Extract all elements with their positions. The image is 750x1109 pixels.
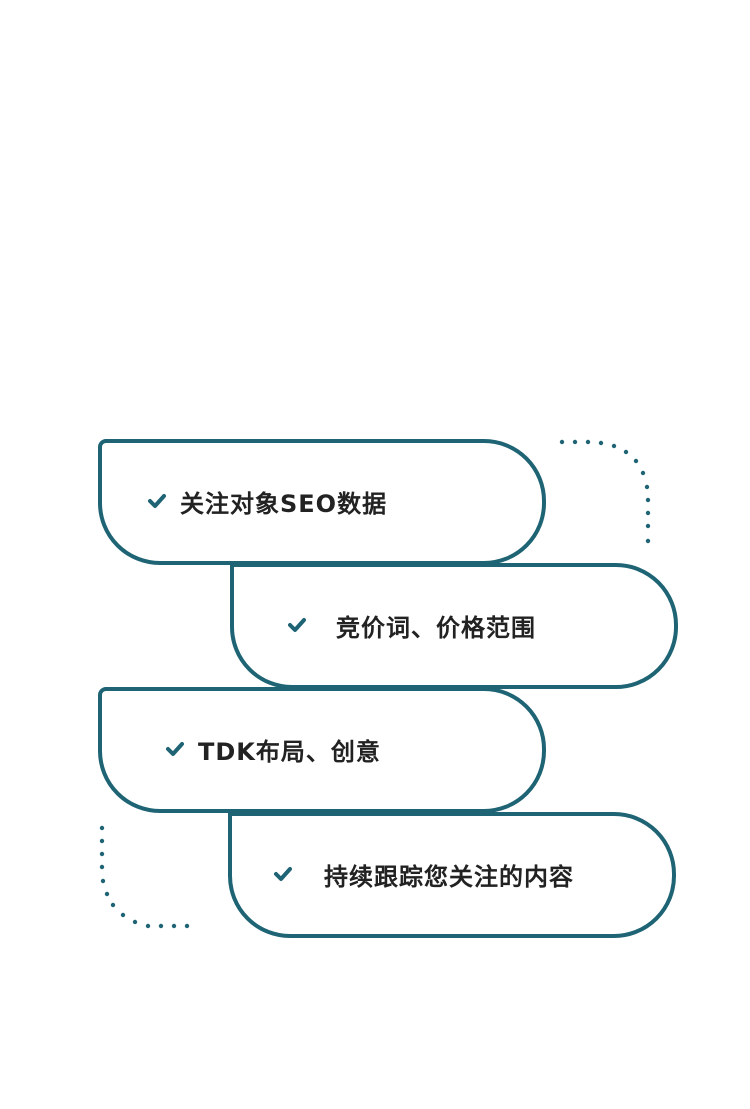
- dot: [645, 497, 651, 503]
- feature-card-4: [228, 812, 676, 938]
- feature-item-1: 关注对象SEO数据: [148, 486, 388, 518]
- feature-label: 关注对象SEO数据: [180, 489, 388, 518]
- dot: [99, 851, 105, 857]
- dot: [645, 510, 651, 516]
- dot: [184, 923, 190, 929]
- check-icon: [288, 618, 306, 632]
- feature-label: 持续跟踪您关注的内容: [324, 862, 574, 891]
- dot: [585, 439, 591, 445]
- dot: [99, 864, 105, 870]
- dot: [104, 891, 110, 897]
- feature-item-2: 竞价词、价格范围: [288, 610, 536, 642]
- dot: [100, 878, 106, 884]
- dot: [572, 439, 578, 445]
- feature-item-3: TDK布局、创意: [166, 734, 381, 766]
- dot: [598, 440, 604, 446]
- dot: [145, 923, 151, 929]
- dot: [633, 458, 639, 464]
- dot: [559, 439, 565, 445]
- feature-label: TDK布局、创意: [198, 737, 381, 766]
- dot: [110, 902, 116, 908]
- dot: [132, 919, 138, 925]
- feature-item-4: 持续跟踪您关注的内容: [274, 859, 574, 891]
- dot: [99, 838, 105, 844]
- dot: [611, 443, 617, 449]
- dot: [171, 923, 177, 929]
- feature-card-3: [98, 687, 546, 813]
- dot: [158, 923, 164, 929]
- check-icon: [148, 494, 166, 508]
- dot: [99, 825, 105, 831]
- feature-label: 竞价词、价格范围: [336, 613, 536, 642]
- dot: [644, 484, 650, 490]
- dot: [623, 449, 629, 455]
- dot: [640, 470, 646, 476]
- check-icon: [274, 867, 292, 881]
- dot: [645, 538, 651, 544]
- dot: [120, 912, 126, 918]
- dot: [645, 523, 651, 529]
- check-icon: [166, 742, 184, 756]
